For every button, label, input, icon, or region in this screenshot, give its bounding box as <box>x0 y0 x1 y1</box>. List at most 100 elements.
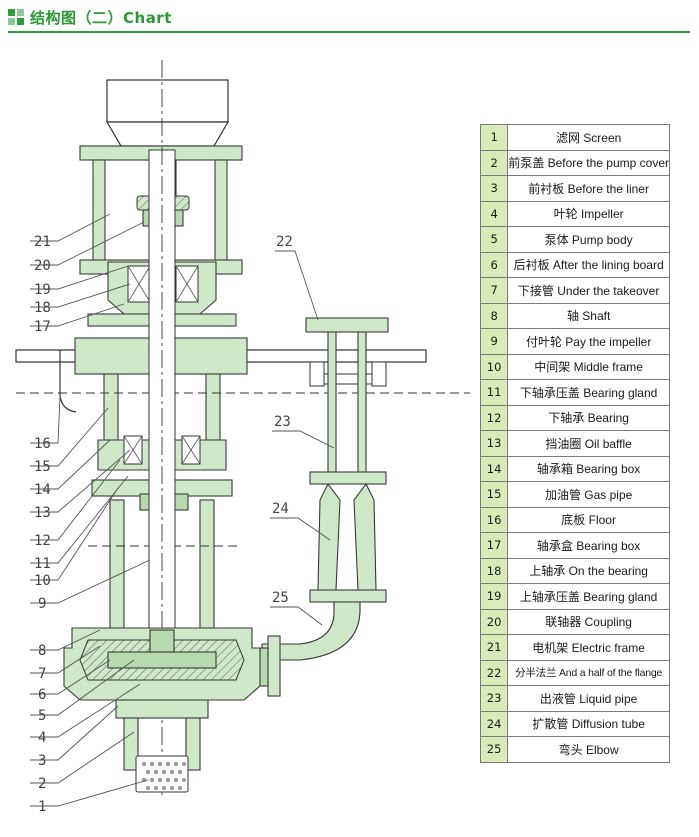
part-number: 4 <box>479 200 509 227</box>
part-number: 18 <box>479 557 509 584</box>
part-name: 轴 Shaft <box>507 302 670 329</box>
part-number: 7 <box>479 277 509 304</box>
part-name: 加油管 Gas pipe <box>507 481 670 508</box>
part-number: 13 <box>479 430 509 457</box>
callout-25: 25 <box>272 590 289 606</box>
part-number: 9 <box>479 328 509 355</box>
part-number: 25 <box>479 736 509 763</box>
part-number: 10 <box>479 353 509 380</box>
callout-8: 8 <box>38 643 46 659</box>
part-name: 滤网 Screen <box>507 124 670 151</box>
part-number: 11 <box>479 379 509 406</box>
part-name: 轴承箱 Bearing box <box>507 455 670 482</box>
part-name: 付叶轮 Pay the impeller <box>507 328 670 355</box>
part-name: 泵体 Pump body <box>507 226 670 253</box>
part-number: 17 <box>479 532 509 559</box>
part-name: 联轴器 Coupling <box>507 608 670 635</box>
part-name: 扩散管 Diffusion tube <box>507 710 670 737</box>
front-pump-cover <box>115 699 209 771</box>
part-name: 中间架 Middle frame <box>507 353 670 380</box>
green-squares-icon <box>8 9 24 25</box>
callout-21: 21 <box>34 234 51 250</box>
part-number: 8 <box>479 302 509 329</box>
pump-body <box>63 627 261 701</box>
part-name: 电机架 Electric frame <box>507 634 670 661</box>
part-name: 下轴承 Bearing <box>507 404 670 431</box>
part-name: 出液管 Liquid pipe <box>507 685 670 712</box>
callout-18: 18 <box>34 300 51 316</box>
callout-13: 13 <box>34 505 51 521</box>
part-number: 2 <box>479 149 509 176</box>
lower-column <box>88 499 240 629</box>
part-name: 前泵盖 Before the pump cover <box>507 149 670 176</box>
part-name: 前衬板 Before the liner <box>507 175 670 202</box>
part-name: 上轴承压盖 Bearing gland <box>507 583 670 610</box>
page-title: 结构图（二）Chart <box>30 8 172 27</box>
callout-7: 7 <box>38 666 46 682</box>
part-number: 15 <box>479 481 509 508</box>
part-number: 22 <box>479 659 509 686</box>
callout-11: 11 <box>34 556 51 572</box>
part-number: 6 <box>479 251 509 278</box>
part-name: 下接管 Under the takeover <box>507 277 670 304</box>
part-number: 23 <box>479 685 509 712</box>
callout-9: 9 <box>38 596 46 612</box>
callout-3: 3 <box>38 753 46 769</box>
part-name: 下轴承压盖 Bearing gland <box>507 379 670 406</box>
callout-1: 1 <box>38 799 46 815</box>
middle-frame <box>16 373 470 441</box>
part-name: 底板 Floor <box>507 506 670 533</box>
part-name: 上轴承 On the bearing <box>507 557 670 584</box>
part-number: 1 <box>479 124 509 151</box>
part-number: 3 <box>479 175 509 202</box>
header-divider <box>8 31 690 33</box>
callout-19: 19 <box>34 282 51 298</box>
part-number: 12 <box>479 404 509 431</box>
callout-20: 20 <box>34 258 51 274</box>
part-number: 16 <box>479 506 509 533</box>
callout-4: 4 <box>38 730 46 746</box>
part-number: 24 <box>479 710 509 737</box>
callout-15: 15 <box>34 459 51 475</box>
callout-numbers: 21 20 19 18 17 16 15 14 13 12 11 10 9 8 … <box>34 234 293 815</box>
part-number: 21 <box>479 634 509 661</box>
callout-23: 23 <box>274 414 291 430</box>
callout-14: 14 <box>34 482 51 498</box>
callout-6: 6 <box>38 687 46 703</box>
callout-16: 16 <box>34 436 51 452</box>
part-number: 5 <box>479 226 509 253</box>
callout-2: 2 <box>38 776 46 792</box>
callout-5: 5 <box>38 708 46 724</box>
callout-24: 24 <box>272 501 289 517</box>
part-name: 轴承盒 Bearing box <box>507 532 670 559</box>
callout-10: 10 <box>34 573 51 589</box>
part-name: 弯头 Elbow <box>507 736 670 763</box>
part-name: 挡油圈 Oil baffle <box>507 430 670 457</box>
part-name: 分半法兰 And a half of the flange <box>507 659 670 686</box>
discharge-pipe <box>259 317 389 697</box>
part-number: 14 <box>479 455 509 482</box>
leader-lines <box>30 213 335 807</box>
